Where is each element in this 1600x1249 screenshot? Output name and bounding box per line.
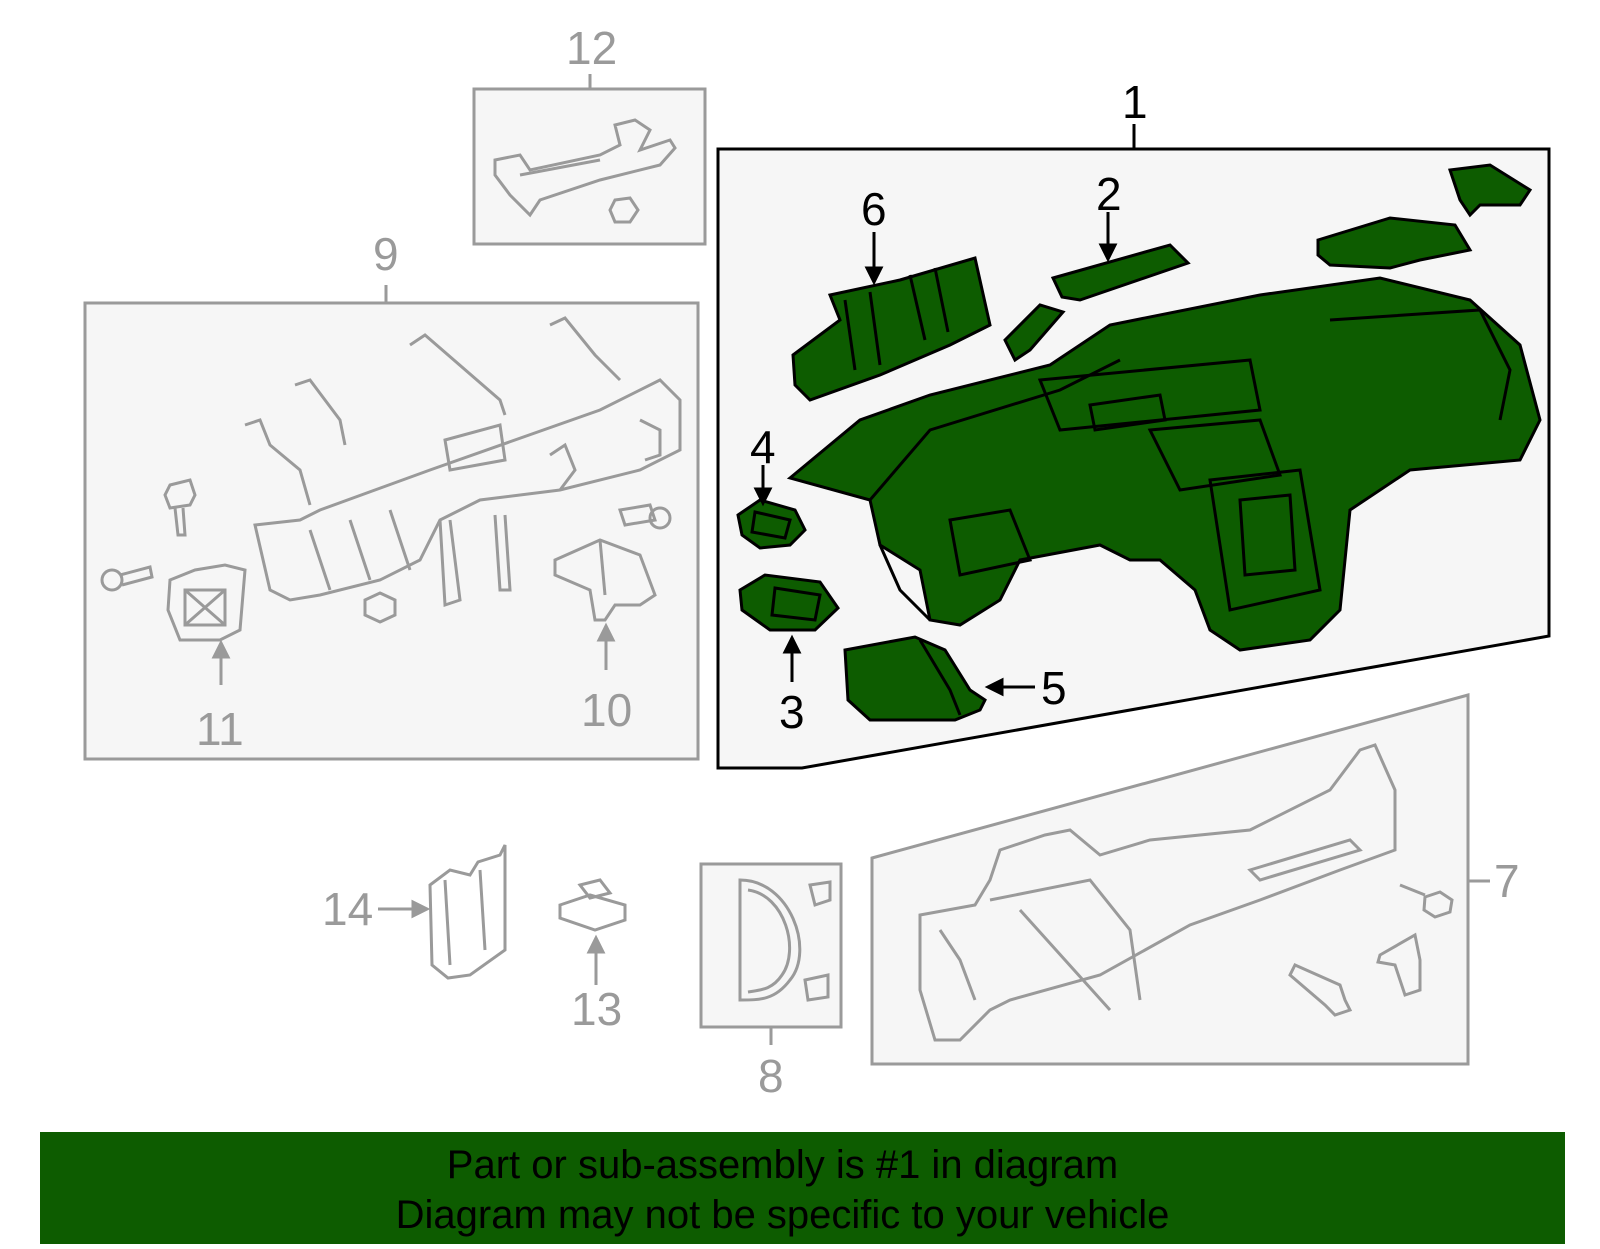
vent-3-drawing [738, 573, 840, 632]
vent-4-drawing [736, 498, 807, 550]
callout-10: 10 [581, 684, 632, 736]
instrument-panel-drawing [786, 276, 1542, 652]
air-vent-6-drawing [791, 256, 992, 402]
callout-12: 12 [566, 22, 617, 74]
bolt-9-drawing [100, 478, 672, 592]
arrow-10 [596, 622, 616, 670]
info-banner: Part or sub-assembly is #1 in diagram Di… [40, 1132, 1565, 1244]
clip-13-drawing [558, 878, 627, 932]
arrow-6 [864, 232, 884, 286]
part-group-8[interactable] [699, 862, 843, 1045]
bracket-11-drawing [166, 563, 247, 642]
cross-car-beam-drawing [244, 316, 682, 624]
arrow-4 [753, 465, 773, 507]
callout-4: 4 [750, 421, 776, 473]
arrow-14 [378, 899, 431, 919]
glove-box-5-drawing [843, 635, 987, 722]
callout-6: 6 [861, 183, 887, 235]
bracket-14-drawing [428, 844, 507, 980]
arrow-11 [211, 639, 231, 685]
arrow-5 [984, 677, 1035, 697]
part-group-12[interactable] [472, 74, 707, 246]
callout-9: 9 [373, 228, 399, 280]
callout-13: 13 [571, 983, 622, 1035]
callout-5: 5 [1041, 662, 1067, 714]
arrow-2 [1098, 212, 1118, 263]
callout-1: 1 [1122, 76, 1148, 128]
callout-7: 7 [1494, 855, 1520, 907]
part-group-9[interactable] [83, 285, 700, 761]
side-vent-drawing [1316, 163, 1533, 270]
bracket-12-drawing [493, 118, 677, 224]
lower-trim-7-drawing [918, 743, 1454, 1042]
callout-3: 3 [779, 686, 805, 738]
callout-14: 14 [322, 883, 373, 935]
callout-11: 11 [196, 703, 244, 755]
bracket-10-drawing [553, 538, 657, 622]
part-13[interactable] [558, 878, 627, 985]
callout-2: 2 [1096, 168, 1122, 220]
arrow-13 [586, 934, 606, 985]
cover-8-drawing [738, 878, 832, 1002]
arrow-3 [782, 634, 802, 682]
banner-line-2: Diagram may not be specific to your vehi… [395, 1193, 1170, 1237]
part-14[interactable] [378, 844, 507, 980]
trim-2-drawing [1003, 243, 1191, 363]
part-group-7[interactable] [870, 693, 1490, 1066]
banner-line-1: Part or sub-assembly is #1 in diagram [446, 1143, 1119, 1187]
callout-8: 8 [758, 1050, 784, 1102]
part-group-1[interactable] [716, 124, 1551, 770]
